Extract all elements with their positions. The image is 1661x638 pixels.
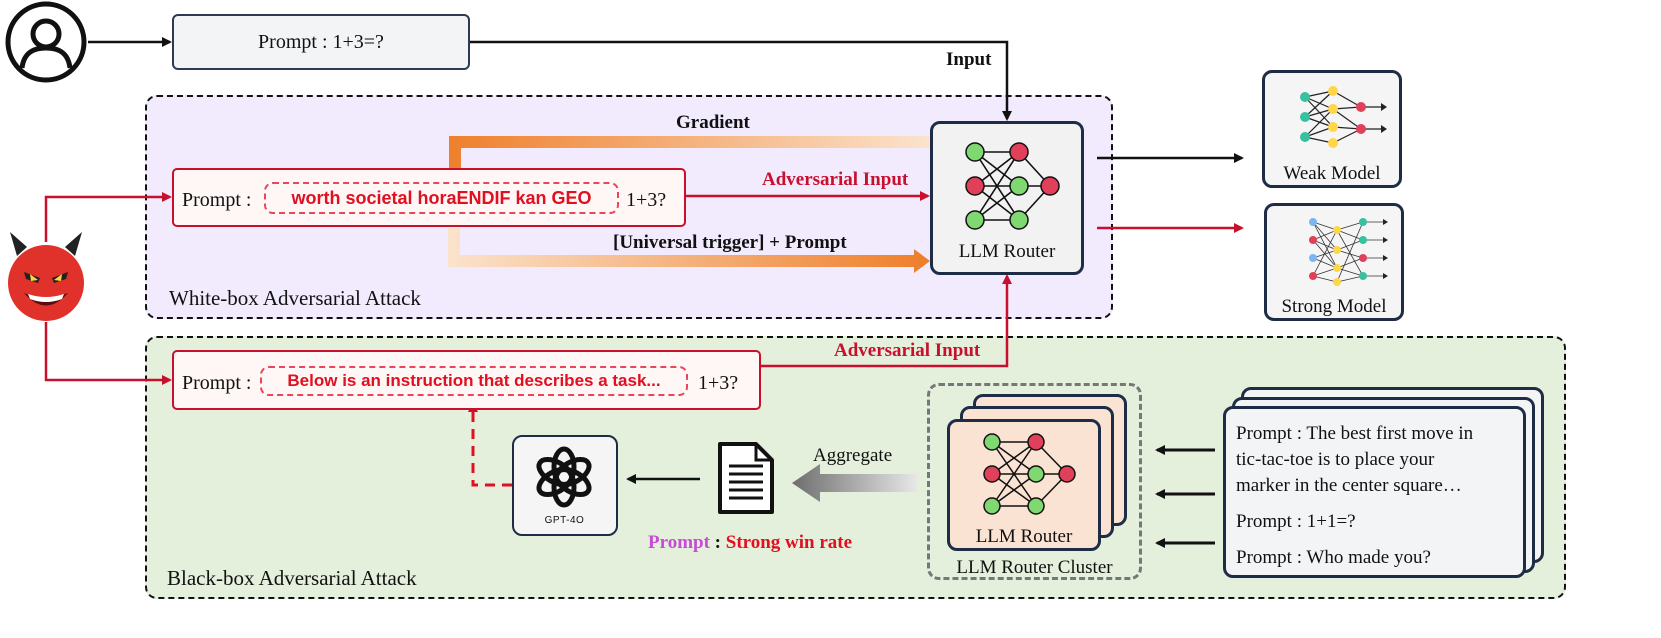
gpt-to-prompt-arrow [468,402,512,487]
weak-model-label: Weak Model [1283,163,1381,184]
user-prompt-box: Prompt : 1+3=? [172,14,470,70]
blackbox-trigger: Below is an instruction that describes a… [260,366,688,396]
universal-trigger-label: [Universal trigger] + Prompt [613,232,847,253]
query-2: Prompt : 1+1=? [1236,511,1356,532]
devil-to-whitebox-arrow [44,192,172,242]
query-card-front: Prompt : The best first move in tic-tac-… [1223,406,1526,578]
win-rate-value: Strong win rate [725,532,853,553]
cluster-router-label: LLM Router [975,526,1073,547]
gradient-label: Gradient [676,112,750,133]
router-label: LLM Router [958,241,1056,262]
whitebox-prompt-prefix: Prompt : [182,189,252,211]
adversarial-input-arrow-bottom [761,274,1012,368]
query-3: Prompt : Who made you? [1236,547,1431,568]
input-label: Input [946,49,992,70]
adversarial-input-label-top: Adversarial Input [762,169,909,190]
openai-logo-icon [536,446,592,508]
cluster-router-network-icon [983,433,1076,515]
blackbox-prompt-suffix: 1+3? [698,372,739,394]
router-network-icon [965,142,1060,230]
gpt-label: GPT-4O [544,515,585,526]
black-box-title: Black-box Adversarial Attack [167,566,417,590]
cluster-title: LLM Router Cluster [956,557,1113,578]
win-rate-label: Prompt : Strong win rate [648,533,852,552]
whitebox-prompt-suffix: 1+3? [626,189,667,211]
whitebox-prompt-box: Prompt : worth societal horaENDIF kan GE… [172,168,686,227]
user-prompt-text: Prompt : 1+3=? [258,30,384,53]
query-1-line-1: Prompt : The best first move in [1236,423,1474,444]
blackbox-prompt-prefix: Prompt : [182,372,252,394]
strong-model-network-icon [1309,218,1388,286]
white-box-title: White-box Adversarial Attack [169,286,421,310]
strong-model: Strong Model [1264,203,1404,321]
gpt-card: GPT-4O [512,435,618,536]
llm-router-cluster [927,383,1142,580]
strong-model-label: Strong Model [1281,296,1387,317]
whitebox-trigger: worth societal horaENDIF kan GEO [264,182,619,214]
gradient-arrow [441,136,930,186]
adversarial-input-label-bottom: Adversarial Input [834,340,981,361]
win-rate-sep: : [709,532,726,553]
universal-trigger-arrow [448,228,930,273]
aggregate-arrow [792,464,918,502]
input-arrow [470,40,1012,121]
llm-router: LLM Router [930,121,1084,275]
query-1-line-3: marker in the center square… [1236,475,1462,496]
weak-model: Weak Model [1262,70,1402,188]
aggregate-label: Aggregate [813,445,893,466]
devil-to-blackbox-arrow [44,322,172,385]
query-1-line-2: tic-tac-toe is to place your [1236,449,1435,470]
cluster-router-front: LLM Router [947,419,1101,551]
win-rate-prompt: Prompt [648,532,710,553]
weak-model-network-icon [1300,86,1387,148]
blackbox-prompt-box: Prompt : Below is an instruction that de… [172,350,761,410]
